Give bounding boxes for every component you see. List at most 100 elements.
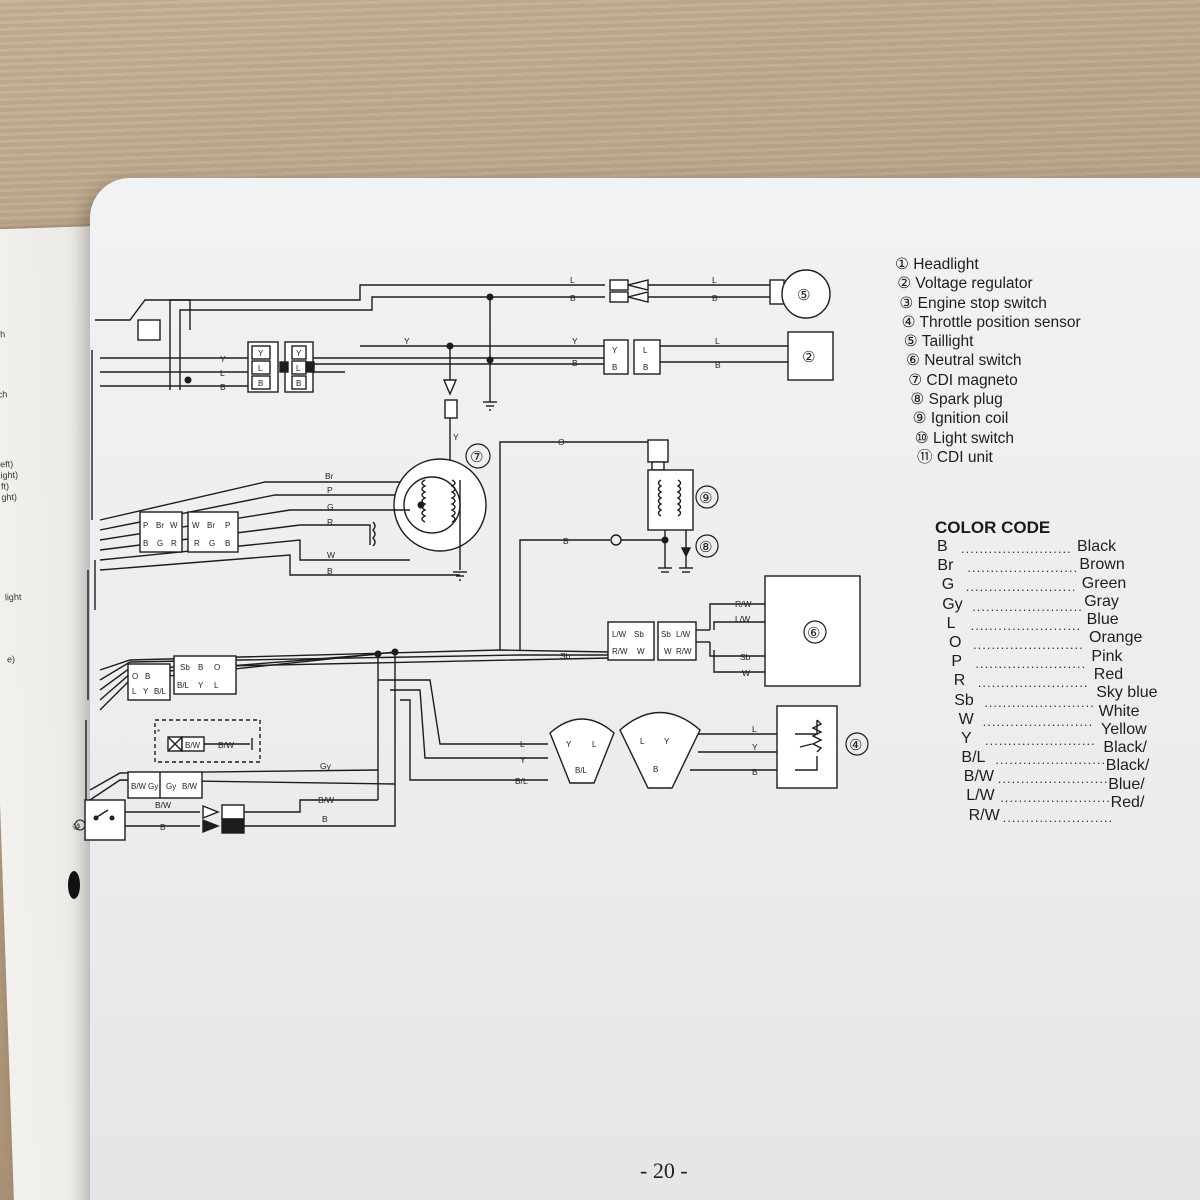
color-name: Gray: [1084, 592, 1119, 610]
component-number-tps: ④: [849, 736, 862, 754]
pin-label: G: [209, 539, 215, 548]
pin-label: B/L: [575, 766, 588, 775]
color-name: Black: [1077, 538, 1117, 555]
pin-label: L: [258, 364, 263, 373]
pin-label: G: [157, 539, 163, 548]
wire-label: B: [570, 293, 576, 303]
wire-label: G: [327, 502, 334, 512]
color-abbr: Sb: [954, 691, 974, 709]
legend-label: CDI unit: [936, 448, 993, 466]
pin-label: Sb: [661, 630, 671, 639]
pin-label: L: [214, 681, 219, 690]
ignition-coil-circuit: [499, 439, 719, 650]
pin-label: Y: [566, 740, 572, 749]
pin-label: B/L: [154, 687, 167, 696]
color-name: Brown: [1079, 556, 1125, 574]
legend-label: Headlight: [913, 256, 979, 273]
legend-item: ⑤ Taillight: [904, 332, 1195, 351]
color-name: Sky blue: [1096, 684, 1158, 702]
pin-label: B: [612, 363, 617, 372]
color-abbr: R: [953, 672, 966, 690]
ring-terminal: [610, 534, 622, 546]
pin-label: L: [643, 346, 648, 355]
leader-dots: ........................: [970, 617, 1082, 633]
wire-label: Gy: [320, 761, 332, 771]
legend-number: ⑧: [910, 391, 925, 409]
color-code-row: R/W........................Red/: [935, 794, 1200, 826]
legend-label: Neutral switch: [924, 352, 1022, 370]
color-abbr: W: [958, 710, 974, 728]
component-number-plug: ⑧: [699, 538, 712, 556]
color-code-row: O........................Orange: [935, 629, 1200, 653]
color-abbr: L: [946, 614, 956, 632]
wire-label: R: [327, 517, 333, 527]
leader-dots: ........................: [1000, 790, 1111, 806]
legend-number: ③: [899, 294, 914, 312]
color-name: Red: [1093, 666, 1124, 684]
pin-label: R/W: [676, 647, 692, 656]
leader-dots: ........................: [961, 541, 1072, 556]
wire-label: Y: [572, 336, 578, 346]
pin-label: R/W: [612, 647, 628, 656]
legend-number: ⑤: [903, 333, 918, 351]
pin-label: L: [640, 737, 645, 746]
pin-label: B: [643, 363, 648, 372]
legend-number: ④: [901, 313, 916, 331]
pin-label: Gy: [148, 782, 158, 791]
tps-connector-right: [619, 711, 701, 789]
leader-dots: ........................: [965, 579, 1077, 595]
wire-label: B: [715, 360, 721, 370]
color-name: Red/: [1110, 794, 1145, 812]
color-code-row: W........................White: [935, 703, 1200, 730]
binder-hole: [68, 871, 80, 899]
pin-label: B: [296, 379, 301, 388]
mag-connector-right: [187, 511, 239, 553]
bullet-connector-top: [609, 279, 649, 303]
pin-label: Y: [612, 346, 618, 355]
component-number-magneto: ⑦: [470, 448, 483, 466]
pin-label: W: [637, 647, 645, 656]
legend-item: ⑩ Light switch: [915, 429, 1195, 448]
ground-symbol: [483, 401, 497, 411]
wire-label: L: [715, 336, 720, 346]
color-name: Black/: [1105, 757, 1150, 775]
pin-label: B: [198, 663, 203, 672]
legend-number: ⑩: [914, 429, 929, 447]
leader-dots: ........................: [984, 694, 1095, 710]
legend-label: Engine stop switch: [917, 294, 1047, 312]
reg-connector-right: [633, 339, 661, 375]
color-abbr: B/W: [963, 768, 995, 786]
legend-number: ⑨: [912, 410, 927, 428]
leader-dots: ........................: [985, 732, 1096, 748]
color-abbr: Br: [937, 557, 954, 575]
color-abbr: Gy: [942, 595, 963, 613]
throttle-sensor-circuit: [378, 679, 869, 789]
leader-dots: ........................: [997, 771, 1109, 787]
pin-label: W: [192, 521, 200, 530]
leader-dots: ........................: [995, 752, 1107, 768]
wire-label: W: [327, 550, 335, 560]
light-switch-circuit: [68, 719, 396, 899]
badge-circle: [465, 443, 491, 469]
color-name: Green: [1081, 574, 1127, 592]
ns-connector-left: [607, 621, 655, 661]
legend-item: ⑧ Spark plug: [910, 390, 1195, 409]
ignition-coil-box: [647, 469, 694, 531]
wire-label: Y: [520, 755, 526, 765]
left-harness-bundle: [85, 299, 191, 800]
wire-label: Y: [752, 742, 758, 752]
pin-label: W: [664, 647, 672, 656]
neutral-switch-circuit: [607, 575, 861, 687]
color-abbr: P: [951, 653, 963, 671]
color-name: Pink: [1091, 647, 1123, 665]
legend-item: ③ Engine stop switch: [899, 294, 1195, 313]
wire-top-l: [169, 284, 605, 390]
pin-label: Sb: [634, 630, 644, 639]
taillight-circuit: [169, 269, 831, 411]
pin-label: B: [145, 672, 150, 681]
legend-label: CDI magneto: [926, 371, 1018, 389]
color-abbr: Y: [961, 729, 972, 747]
wire-label: L: [570, 275, 575, 285]
